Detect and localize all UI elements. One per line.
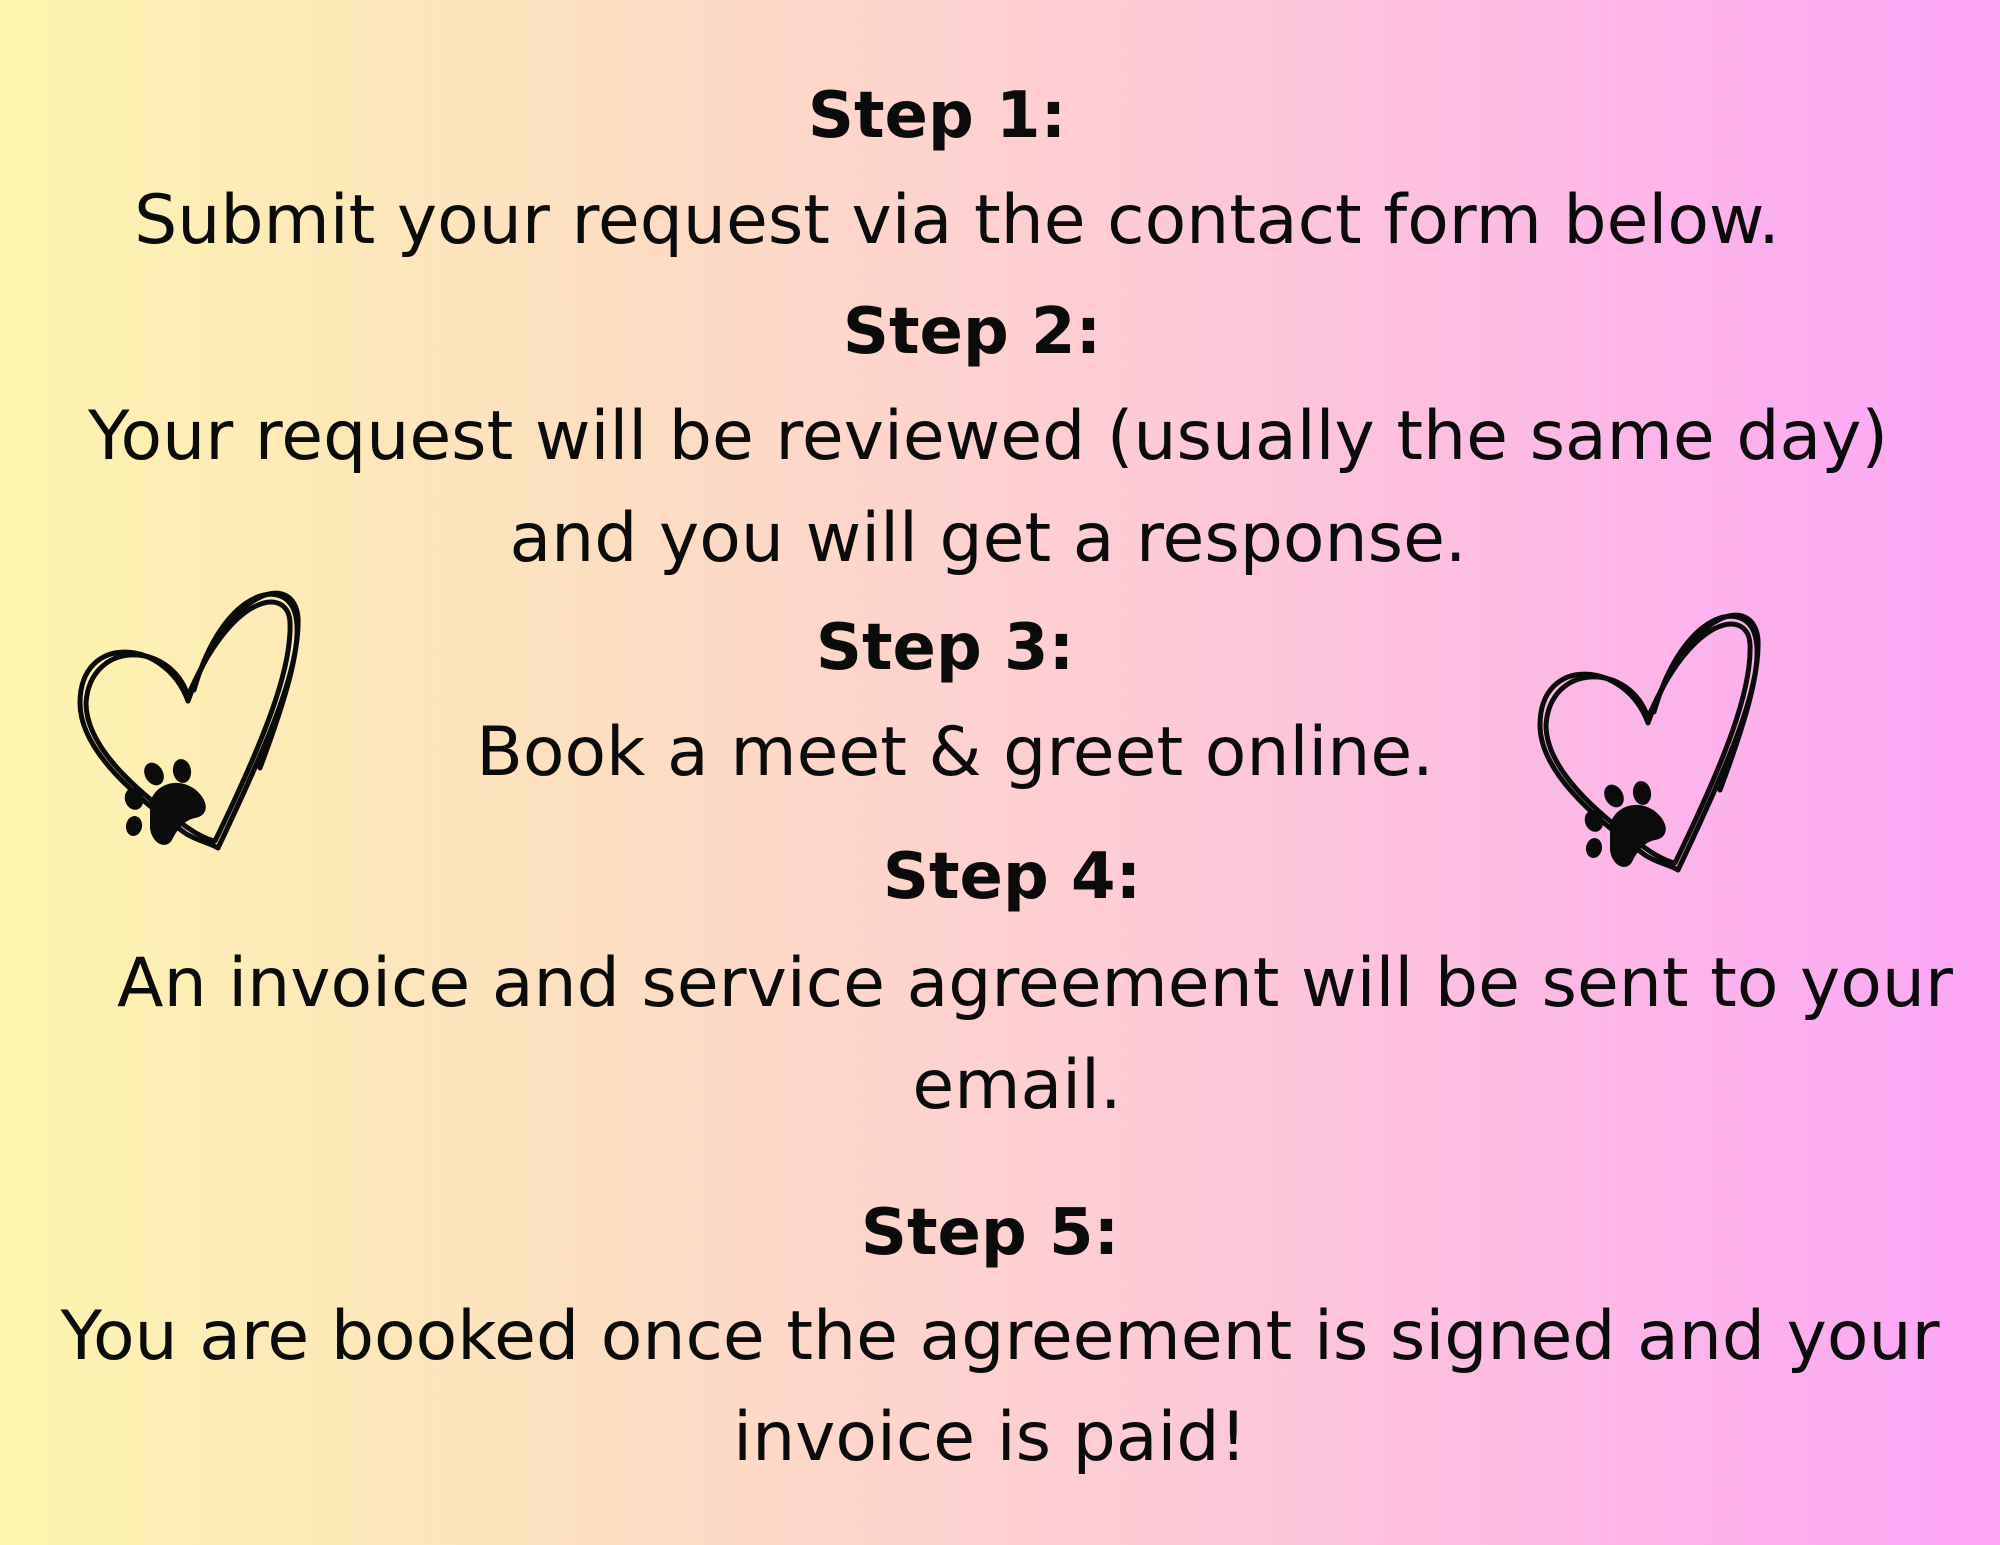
step-5-heading: Step 5: — [860, 1196, 1120, 1270]
step-1-text: Submit your request via the contact form… — [134, 181, 1780, 260]
step-4-text-line-1: An invoice and service agreement will be… — [117, 944, 1953, 1023]
step-2-text-line-2: and you will get a response. — [509, 499, 1467, 578]
step-3-heading: Step 3: — [815, 611, 1075, 685]
step-4-heading: Step 4: — [882, 840, 1142, 914]
step-3-text: Book a meet & greet online. — [476, 713, 1434, 792]
step-5-text-line-1: You are booked once the agreement is sig… — [60, 1297, 1940, 1376]
step-2-text-line-1: Your request will be reviewed (usually t… — [88, 397, 1888, 476]
step-5-text-line-2: invoice is paid! — [733, 1398, 1247, 1477]
step-1-heading: Step 1: — [807, 79, 1067, 153]
step-4-text-line-2: email. — [912, 1046, 1122, 1125]
heart-paw-icon — [77, 590, 301, 851]
heart-paw-icon — [1537, 612, 1761, 873]
step-2-heading: Step 2: — [842, 295, 1102, 369]
